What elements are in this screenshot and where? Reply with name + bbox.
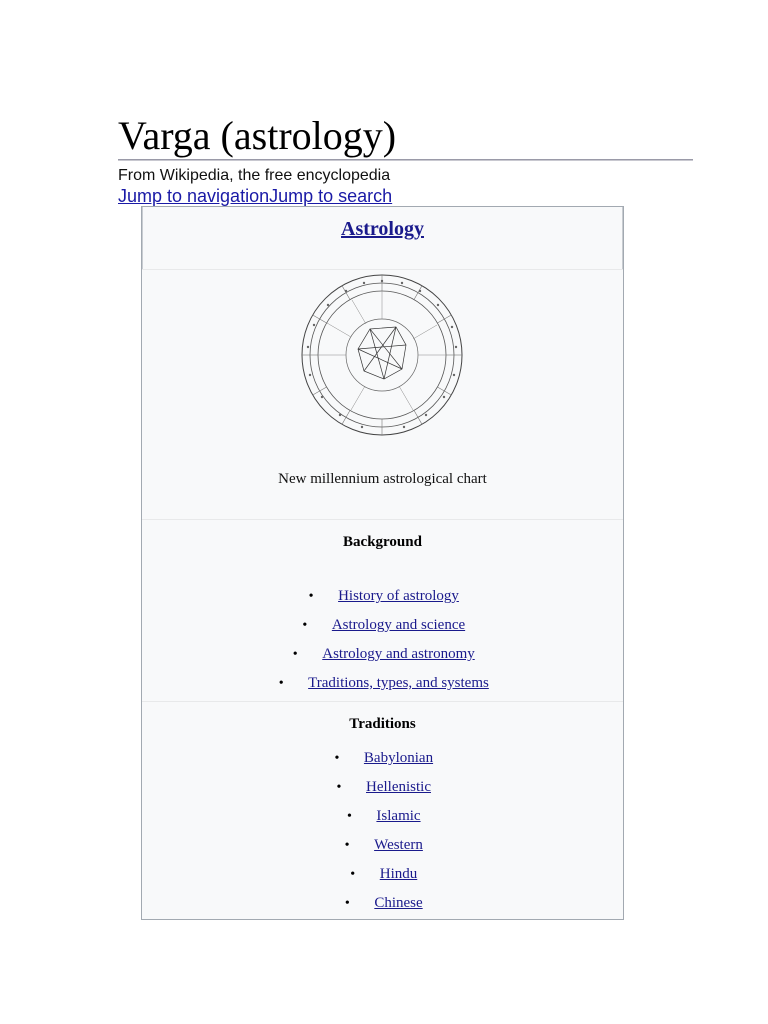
list-item: • Islamic [142, 807, 623, 836]
page-title: Varga (astrology) [118, 113, 397, 158]
infobox-divider [142, 269, 623, 270]
bullet-icon: • [344, 896, 350, 911]
list-item: • Traditions, types, and systems [142, 674, 623, 703]
infobox-edge [142, 207, 143, 269]
link-traditions-types-systems[interactable]: Traditions, types, and systems [308, 675, 489, 691]
infobox: Astrology [141, 206, 624, 920]
image-caption: New millennium astrological chart [278, 471, 487, 487]
infobox-divider [142, 519, 623, 520]
infobox-edge [622, 207, 623, 269]
list-item: • Hellenistic [142, 778, 623, 807]
jump-to-search-link[interactable]: Jump to search [269, 186, 393, 206]
link-hellenistic[interactable]: Hellenistic [366, 779, 431, 795]
infobox-divider [142, 701, 623, 702]
link-islamic[interactable]: Islamic [376, 808, 421, 824]
infobox-title-link[interactable]: Astrology [341, 218, 424, 240]
bullet-icon: • [278, 676, 284, 691]
bullet-icon: • [308, 589, 314, 604]
link-astrology-and-astronomy[interactable]: Astrology and astronomy [322, 646, 475, 662]
bullet-icon: • [336, 780, 342, 795]
jump-to-navigation-link[interactable]: Jump to navigation [118, 186, 270, 206]
title-divider [118, 159, 693, 161]
link-babylonian[interactable]: Babylonian [363, 750, 434, 766]
list-item: • Astrology and science [142, 616, 623, 645]
bullet-icon: • [344, 838, 350, 853]
background-link-list: • History of astrology • Astrology and sci… [142, 587, 623, 703]
list-item: • Chinese [142, 894, 623, 923]
list-item: • Hindu [142, 865, 623, 894]
traditions-link-list: • Babylonian • Hellenistic • Islamic • Weste… [142, 749, 623, 923]
section-heading-background: Background [343, 534, 422, 550]
section-heading-traditions: Traditions [349, 716, 416, 732]
link-western[interactable]: Western [374, 837, 423, 853]
list-item: • History of astrology [142, 587, 623, 616]
link-astrology-and-science[interactable]: Astrology and science [331, 617, 466, 633]
bullet-icon: • [334, 751, 340, 766]
link-history-of-astrology[interactable]: History of astrology [338, 588, 459, 604]
jump-links: Jump to navigationJump to search [118, 185, 392, 207]
bullet-icon: • [346, 809, 352, 824]
astrological-chart-image[interactable] [292, 265, 472, 445]
bullet-icon: • [292, 647, 298, 662]
horoscope-wheel-icon [301, 274, 463, 436]
link-hindu[interactable]: Hindu [379, 866, 418, 882]
bullet-icon: • [350, 867, 356, 882]
site-tagline: From Wikipedia, the free encyclopedia [118, 167, 391, 184]
list-item: • Western [142, 836, 623, 865]
link-chinese[interactable]: Chinese [374, 895, 423, 911]
infobox-title: Astrology [142, 217, 623, 241]
list-item: • Babylonian [142, 749, 623, 778]
bullet-icon: • [302, 618, 308, 633]
list-item: • Astrology and astronomy [142, 645, 623, 674]
